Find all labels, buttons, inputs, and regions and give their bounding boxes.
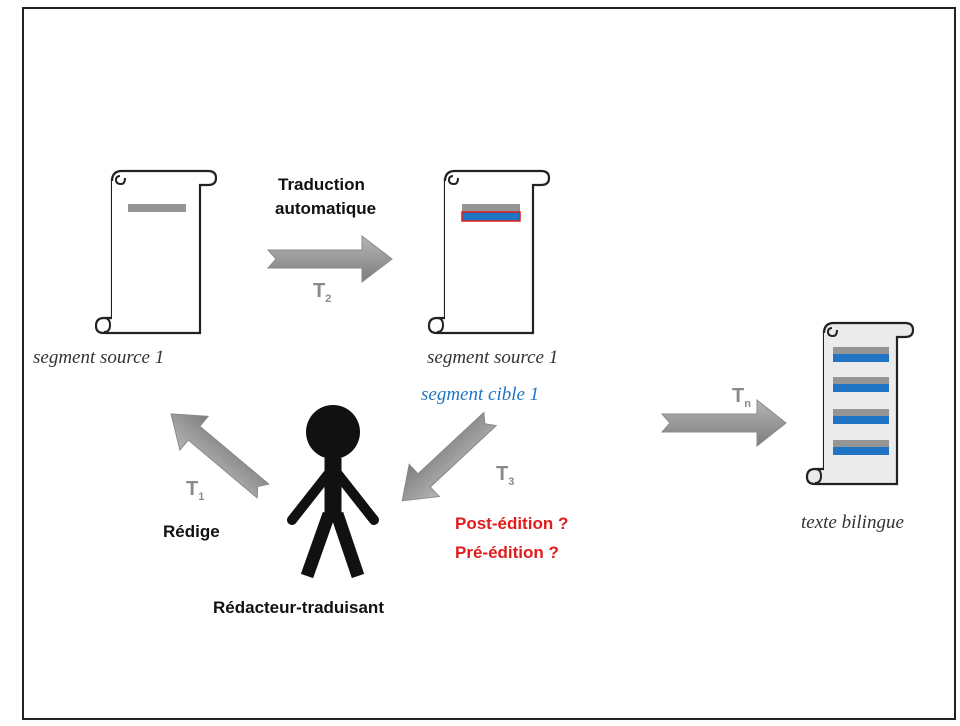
source-bar xyxy=(128,204,186,212)
scroll-source-icon xyxy=(94,169,218,335)
step-t2-marker: T2 xyxy=(313,280,332,305)
bilingual-text-label: texte bilingue xyxy=(801,512,904,533)
step-t3-marker: T3 xyxy=(496,463,515,488)
post-edit-label: Post-édition ? xyxy=(455,514,569,533)
source-bar xyxy=(462,204,520,212)
target-bar xyxy=(461,211,521,222)
machine-translation-label-line1: Traduction xyxy=(278,175,365,194)
arrow-to-bilingual xyxy=(660,398,787,448)
scroll-source-target-icon xyxy=(427,169,551,335)
bilingual-bars xyxy=(833,347,889,455)
arrow-post-pre-edit xyxy=(401,411,498,502)
arrow-writes xyxy=(170,413,270,499)
machine-translation-label-line2: automatique xyxy=(275,199,377,218)
writes-label: Rédige xyxy=(163,522,220,541)
writer-translator-label: Rédacteur-traduisant xyxy=(213,598,384,617)
source-segment-label: segment source 1 xyxy=(33,347,165,368)
person-icon xyxy=(287,405,379,579)
diagram-frame xyxy=(22,7,956,720)
step-tn-marker: Tn xyxy=(732,385,751,410)
scroll-bilingual-icon xyxy=(805,321,915,486)
step-t1-marker: T1 xyxy=(186,478,205,503)
target-segment-label: segment cible 1 xyxy=(421,384,540,405)
source-segment-label-2: segment source 1 xyxy=(427,347,559,368)
arrow-machine-translation xyxy=(266,234,393,284)
pre-edit-label: Pré-édition ? xyxy=(455,543,559,562)
